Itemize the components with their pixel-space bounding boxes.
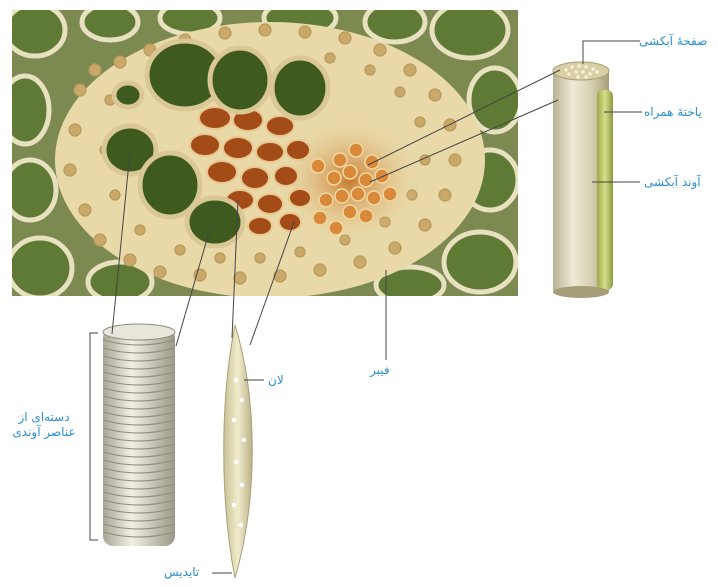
sieve-tube-illustration (553, 62, 613, 298)
label-tracheid: تایدیس (164, 565, 199, 580)
label-lumen: لان (268, 373, 284, 388)
label-companion-cell: یاختهٔ همراه (644, 105, 702, 120)
leader-sieve-plate (583, 41, 640, 64)
label-sieve-plate: صفحهٔ آبکشی (639, 34, 707, 49)
tracheid-illustration (224, 325, 253, 578)
label-vessel-elements: دسته‌ای از عناصر آوندی (6, 410, 82, 440)
label-fiber: فیبر (370, 363, 390, 378)
vessel-stack-illustration (103, 324, 175, 546)
label-sieve-tube: آوند آبکشی (644, 175, 701, 190)
vessel-bracket (90, 333, 98, 540)
micrograph-image (1, 0, 521, 303)
